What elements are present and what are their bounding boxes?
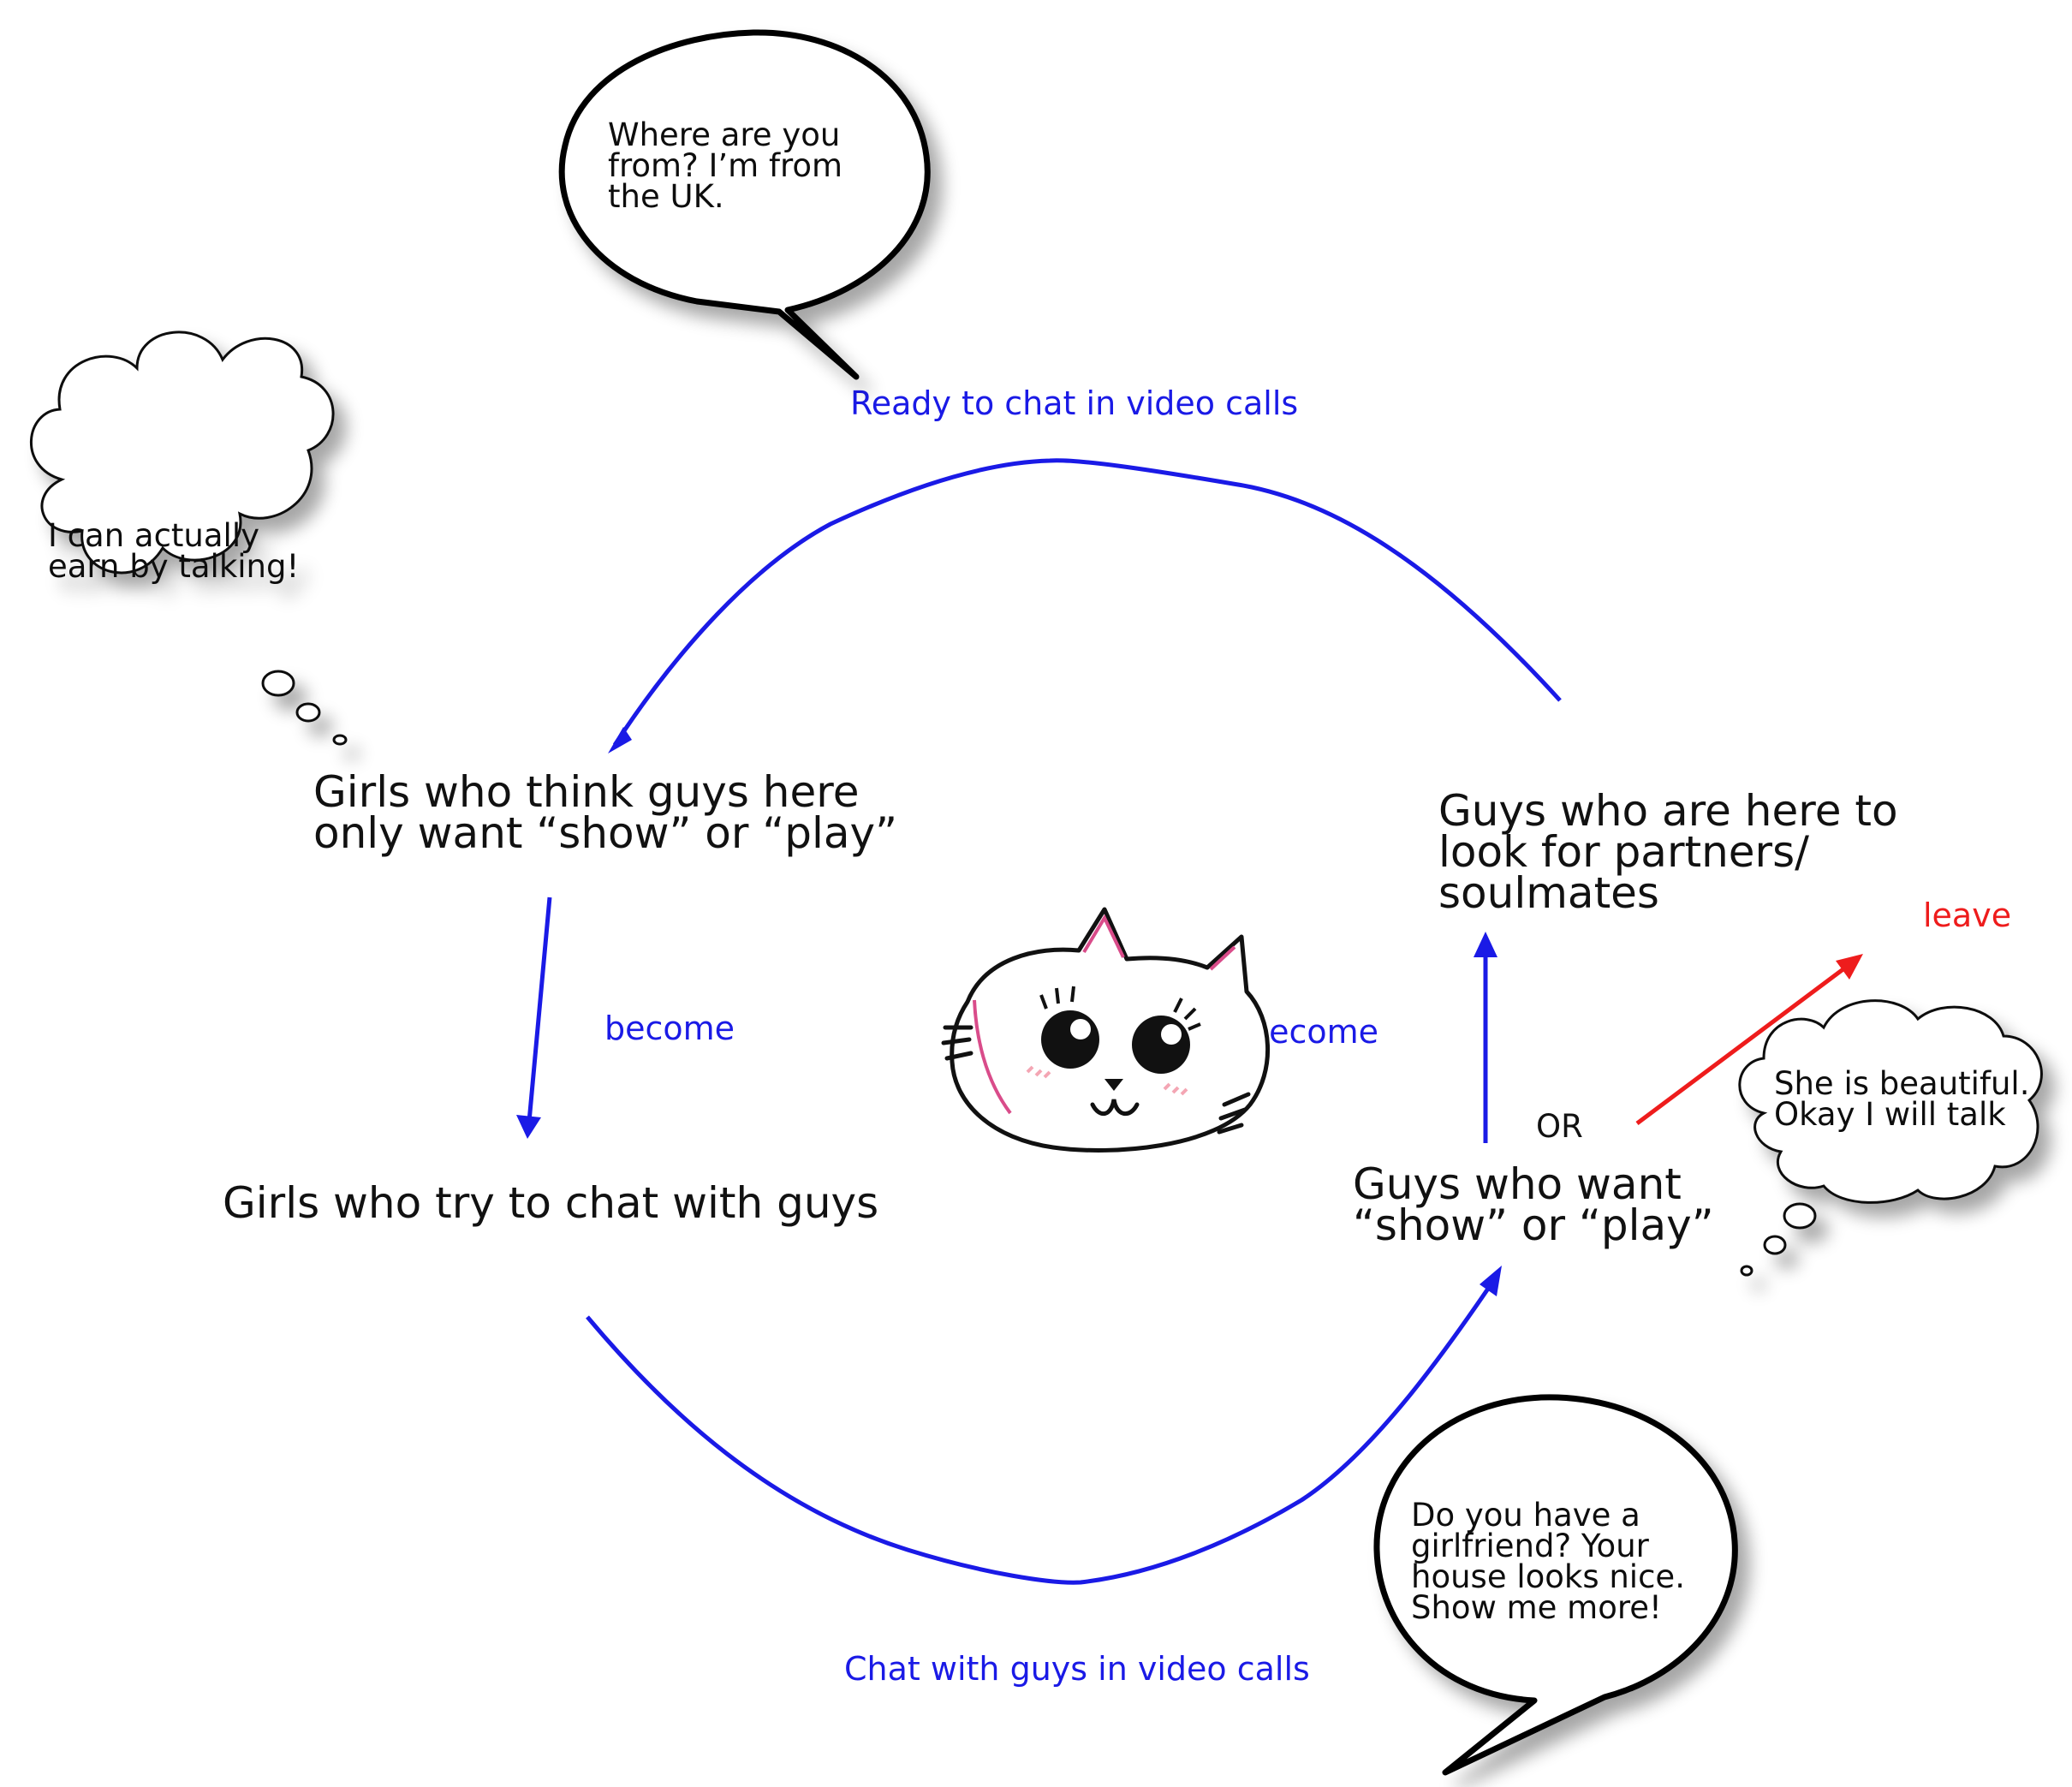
thought-bubble-left: I can actually earn by talking! bbox=[29, 331, 348, 746]
cat-nose bbox=[1104, 1079, 1123, 1091]
node-guys-partners-line3: soulmates bbox=[1438, 868, 1659, 918]
speech-bubble-bottom-line4: Show me more! bbox=[1411, 1589, 1662, 1626]
svg-text:soulmates: soulmates bbox=[1438, 868, 1659, 918]
svg-text:Where are you: Where are you bbox=[608, 116, 840, 153]
svg-text:“show” or “play”: “show” or “play” bbox=[1353, 1200, 1714, 1250]
svg-text:earn by talking!: earn by talking! bbox=[48, 548, 299, 585]
thought-dot-medium bbox=[1763, 1235, 1787, 1255]
node-girls-think-line1: Girls who think guys here bbox=[313, 767, 859, 817]
edge-label-top: Ready to chat in video calls bbox=[850, 384, 1298, 422]
cat-eye-left bbox=[1041, 1010, 1099, 1069]
cat-face-icon bbox=[941, 907, 1271, 1153]
cat-head bbox=[950, 907, 1271, 1153]
cat-blush-left bbox=[1026, 1065, 1051, 1079]
node-guys-show: Guys who want “show” or “play” bbox=[1353, 1159, 1714, 1250]
svg-text:Girls who try to chat with guy: Girls who try to chat with guys bbox=[223, 1178, 878, 1228]
speech-bubble-top-shape bbox=[558, 29, 931, 380]
node-guys-show-line1: Guys who want bbox=[1353, 1159, 1682, 1209]
thought-bubble-left-line2: earn by talking! bbox=[48, 548, 299, 585]
bottom-cycle-arrowhead bbox=[1480, 1266, 1502, 1296]
edge-label-or: OR bbox=[1536, 1108, 1583, 1145]
cat-blush-right bbox=[1163, 1082, 1188, 1096]
thought-bubble-right: She is beautiful. Okay I will talk bbox=[1738, 999, 2043, 1277]
thought-dot-large bbox=[261, 670, 295, 697]
edge-label-leave: leave bbox=[1923, 896, 2011, 934]
thought-dot-medium bbox=[295, 702, 321, 723]
node-guys-partners-line2: look for partners/ bbox=[1438, 827, 1809, 877]
cat-eye-right bbox=[1132, 1016, 1190, 1074]
leave-line bbox=[1635, 963, 1849, 1126]
node-girls-think: Girls who think guys here only want “sho… bbox=[313, 767, 897, 858]
cat-pink-ear-right bbox=[1209, 945, 1236, 971]
cat-lashes-right bbox=[1173, 998, 1201, 1031]
svg-text:Guys who are here to: Guys who are here to bbox=[1438, 786, 1898, 836]
bottom-cycle-curve bbox=[586, 1284, 1492, 1585]
svg-text:Okay I will talk: Okay I will talk bbox=[1774, 1096, 2006, 1133]
node-guys-show-line2: “show” or “play” bbox=[1353, 1200, 1714, 1250]
cat-pink-ear bbox=[1082, 914, 1125, 958]
node-girls-think-line2: only want “show” or “play” bbox=[313, 808, 897, 858]
cat-eye-right-shine bbox=[1161, 1024, 1182, 1045]
edge-label-right-become: become bbox=[1248, 1013, 1378, 1051]
node-girls-try: Girls who try to chat with guys bbox=[223, 1178, 878, 1228]
speech-bubble-bottom: Do you have a girlfriend? Your house loo… bbox=[1373, 1394, 1738, 1776]
svg-text:house looks nice.: house looks nice. bbox=[1411, 1558, 1685, 1595]
thought-bubble-left-shape bbox=[29, 331, 335, 575]
left-become-arrowhead bbox=[516, 1115, 541, 1139]
thought-dot-large bbox=[1783, 1202, 1817, 1230]
speech-bubble-top-line1: Where are you bbox=[608, 116, 840, 153]
right-up-arrowhead bbox=[1474, 932, 1497, 957]
svg-text:Guys who want: Guys who want bbox=[1353, 1159, 1682, 1209]
left-become-line bbox=[527, 896, 552, 1123]
edge-label-left-become: become bbox=[604, 1010, 735, 1047]
cat-lashes-left bbox=[1039, 986, 1075, 1010]
top-cycle-arrowhead bbox=[608, 727, 632, 754]
node-guys-partners-line1: Guys who are here to bbox=[1438, 786, 1898, 836]
thought-bubble-right-line1: She is beautiful. bbox=[1774, 1065, 2029, 1102]
thought-bubble-right-shape bbox=[1738, 999, 2043, 1204]
cat-pink-head-line bbox=[973, 999, 1012, 1115]
cat-mouth bbox=[1090, 1099, 1140, 1116]
cat-stripes-right bbox=[1217, 1092, 1251, 1135]
flow-edges bbox=[516, 458, 1863, 1585]
edge-label-bottom: Chat with guys in video calls bbox=[844, 1650, 1310, 1688]
cat-eye-left-shine bbox=[1070, 1019, 1091, 1039]
speech-bubble-top-line2: from? I’m from bbox=[608, 147, 842, 184]
svg-text:She is beautiful.: She is beautiful. bbox=[1774, 1065, 2029, 1102]
speech-bubble-bottom-line3: house looks nice. bbox=[1411, 1558, 1685, 1595]
leave-arrowhead bbox=[1836, 954, 1863, 980]
speech-bubble-bottom-line1: Do you have a bbox=[1411, 1497, 1640, 1534]
cat-whiskers-left bbox=[941, 1025, 973, 1061]
svg-text:Do you have a: Do you have a bbox=[1411, 1497, 1640, 1534]
thought-dot-small bbox=[332, 734, 348, 746]
svg-text:the UK.: the UK. bbox=[608, 178, 724, 215]
node-girls-try-line1: Girls who try to chat with guys bbox=[223, 1178, 878, 1228]
top-cycle-curve bbox=[612, 458, 1562, 747]
svg-text:Show me more!: Show me more! bbox=[1411, 1589, 1662, 1626]
node-guys-partners: Guys who are here to look for partners/ … bbox=[1438, 786, 1898, 918]
svg-text:from? I’m from: from? I’m from bbox=[608, 147, 842, 184]
svg-text:look for partners/: look for partners/ bbox=[1438, 827, 1809, 877]
thought-dot-small bbox=[1740, 1265, 1753, 1277]
svg-text:I can actually: I can actually bbox=[48, 517, 259, 554]
speech-bubble-bottom-line2: girlfriend? Your bbox=[1411, 1528, 1650, 1564]
speech-bubble-top-line3: the UK. bbox=[608, 178, 724, 215]
svg-text:Girls who think guys here: Girls who think guys here bbox=[313, 767, 859, 817]
thought-bubble-left-line1: I can actually bbox=[48, 517, 259, 554]
svg-text:only want “show” or “play”: only want “show” or “play” bbox=[313, 808, 897, 858]
svg-text:girlfriend? Your: girlfriend? Your bbox=[1411, 1528, 1650, 1564]
thought-bubble-right-line2: Okay I will talk bbox=[1774, 1096, 2006, 1133]
speech-bubble-bottom-shape bbox=[1373, 1394, 1738, 1776]
speech-bubble-top: Where are you from? I’m from the UK. bbox=[558, 29, 931, 380]
